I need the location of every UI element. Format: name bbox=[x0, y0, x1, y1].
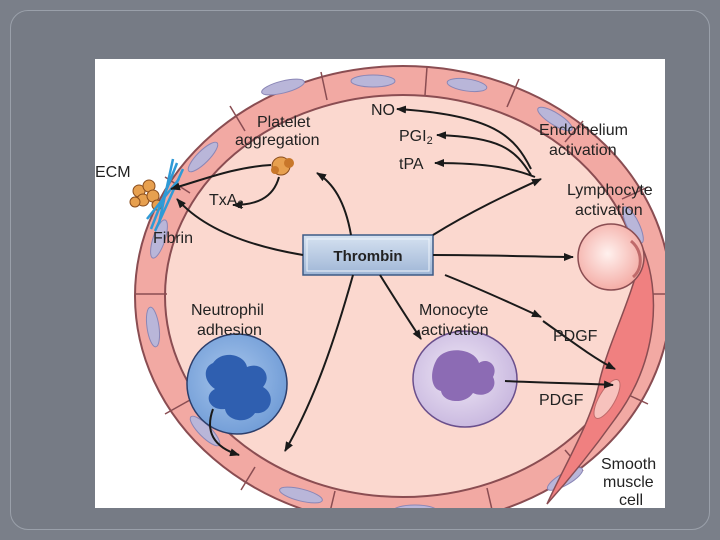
monocyte-nucleus bbox=[432, 350, 495, 402]
lymphocyte-label-2: activation bbox=[575, 202, 643, 219]
endothelium-label-1: Endothelium bbox=[539, 122, 628, 139]
arrow-platelet-to-ecm bbox=[170, 164, 272, 191]
monocyte-label-1: Monocyte bbox=[419, 302, 488, 319]
slide-frame: Thrombin NO bbox=[10, 10, 710, 530]
arrow-to-platelet bbox=[316, 172, 352, 236]
smooth-muscle-label-1: Smooth bbox=[601, 456, 656, 473]
lymphocyte-label-1: Lymphocyte bbox=[567, 182, 653, 199]
ecm-cluster bbox=[129, 179, 163, 211]
pdgf-label-upper: PDGF bbox=[553, 328, 598, 345]
monocyte-label-2: activation bbox=[421, 322, 489, 339]
tpa-label: tPA bbox=[399, 156, 424, 173]
platelet-label-1: Platelet bbox=[257, 114, 311, 131]
neutrophil-label-2: adhesion bbox=[197, 322, 262, 339]
arrow-to-tpa bbox=[434, 159, 536, 178]
arrow-neutrophil-loop bbox=[209, 408, 240, 457]
labels: NO PGI2 tPA Endothelium activation Plate… bbox=[95, 102, 656, 508]
arrow-to-no bbox=[396, 105, 532, 170]
neutrophil-nucleus bbox=[205, 354, 271, 421]
lymphocyte-cell bbox=[577, 223, 645, 291]
arrow-to-ecm bbox=[176, 198, 304, 256]
lymphocyte-nucleus bbox=[629, 239, 642, 279]
smooth-muscle-label-2: muscle bbox=[603, 474, 654, 491]
txa2-label: TxA2 bbox=[209, 192, 244, 211]
platelet-aggregate bbox=[271, 156, 294, 176]
fibrin-label: Fibrin bbox=[153, 230, 193, 247]
arrow-pdgf-upper-to-smc bbox=[542, 320, 616, 370]
slide: Thrombin NO bbox=[95, 59, 665, 508]
arrow-to-pdgf-upper bbox=[444, 274, 542, 318]
arrow-to-endothelium bbox=[432, 178, 542, 236]
smooth-muscle-cell bbox=[546, 246, 655, 505]
thrombin-label: Thrombin bbox=[333, 248, 402, 265]
pdgf-label-lower: PDGF bbox=[539, 392, 584, 409]
no-label: NO bbox=[371, 102, 395, 119]
pgi2-label: PGI2 bbox=[399, 128, 433, 147]
neutrophil-label-1: Neutrophil bbox=[191, 302, 264, 319]
arrow-to-txa2 bbox=[232, 176, 280, 209]
arrow-to-lymphocyte bbox=[432, 252, 574, 261]
arrow-to-pgi2 bbox=[436, 131, 532, 176]
thrombin-diagram: Thrombin NO bbox=[95, 65, 665, 508]
thrombin-box: Thrombin bbox=[302, 234, 434, 276]
platelet-label-2: aggregation bbox=[235, 132, 320, 149]
ecm-label: ECM bbox=[95, 164, 131, 181]
endothelium-label-2: activation bbox=[549, 142, 617, 159]
smooth-muscle-label-3: cell bbox=[619, 492, 643, 508]
arrow-monocyte-to-smc bbox=[504, 380, 614, 389]
arrow-to-neutrophil-adhesion bbox=[284, 274, 354, 452]
arrow-to-monocyte bbox=[379, 274, 422, 340]
smooth-muscle-nucleus bbox=[593, 379, 621, 419]
arrows bbox=[170, 105, 616, 457]
